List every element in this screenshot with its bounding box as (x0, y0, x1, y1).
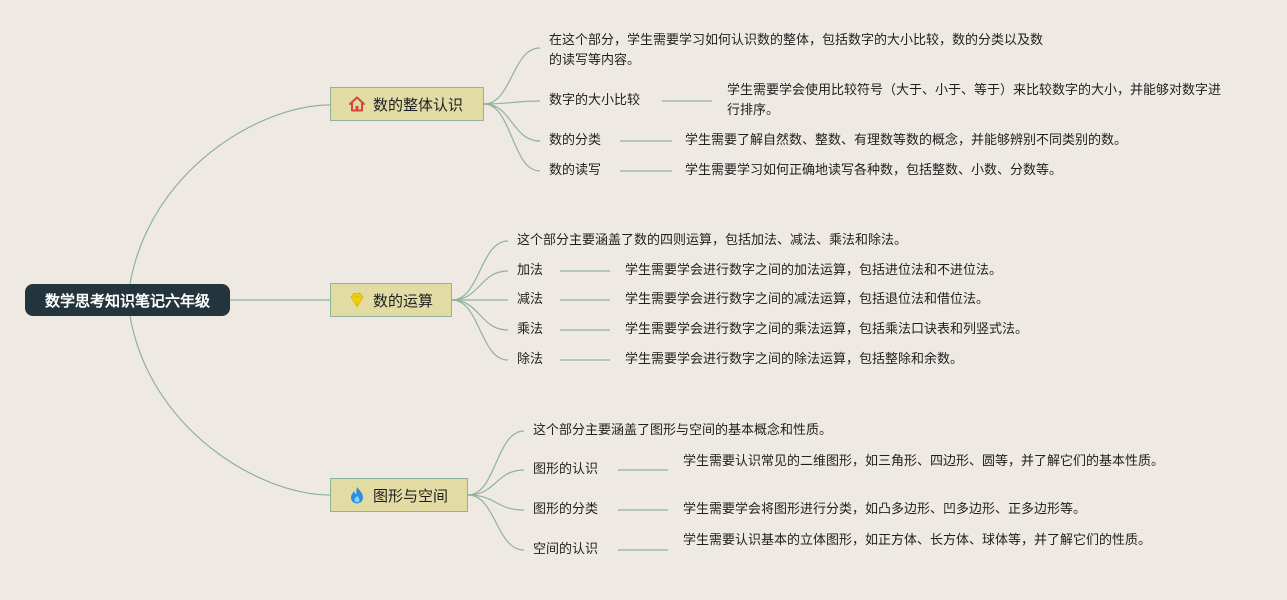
root-label: 数学思考知识笔记六年级 (44, 291, 210, 310)
b3-fan-item-2 (467, 494, 525, 511)
branch-label: 数的运算 (373, 291, 434, 310)
sub-node-label[interactable]: 加法 (517, 263, 544, 278)
branch-summary: 这个部分主要涵盖了数的四则运算，包括加法、减法、乘法和除法。 (517, 233, 908, 248)
sub-node-description: 学生需要学会进行数字之间的减法运算，包括退位法和借位法。 (625, 292, 990, 307)
house-icon (347, 94, 367, 114)
sub-node-label[interactable]: 图形的分类 (533, 502, 599, 517)
b1-fan-item-1 (483, 100, 541, 105)
sub-node-description: 学生需要认识基本的立体图形，如正方体、长方体、球体等，并了解它们的性质。 (683, 533, 1152, 548)
b1-fan-item-3 (483, 103, 541, 172)
sub-node-label[interactable]: 图形的认识 (533, 462, 599, 477)
b1-fan-summary (483, 47, 541, 105)
b2-fan-item-3 (451, 299, 509, 331)
b3-fan-item-3 (467, 494, 525, 551)
branch-node-number-overview[interactable]: 数的整体认识 (330, 87, 484, 121)
sub-node-description: 学生需要了解自然数、整数、有理数等数的概念，并能够辨别不同类别的数。 (685, 133, 1128, 148)
branch-label: 数的整体认识 (373, 95, 464, 114)
sub-node-label[interactable]: 乘法 (517, 322, 544, 337)
sub-node-label[interactable]: 数字的大小比较 (549, 93, 641, 108)
branch-summary: 这个部分主要涵盖了图形与空间的基本概念和性质。 (533, 423, 833, 438)
root-to-branch-1-line (129, 104, 331, 285)
b2-fan-item-1 (451, 270, 509, 301)
sub-node-description: 学生需要学会将图形进行分类，如凸多边形、凹多边形、正多边形等。 (683, 502, 1087, 517)
sub-node-label[interactable]: 数的分类 (549, 133, 602, 148)
sub-node-label[interactable]: 数的读写 (549, 163, 602, 178)
b2-fan-item-4 (451, 299, 509, 361)
b3-fan-summary (467, 430, 525, 496)
b2-fan-summary (451, 240, 509, 301)
sub-node-description: 学生需要学习如何正确地读写各种数，包括整数、小数、分数等。 (685, 163, 1063, 178)
sub-node-description: 学生需要学会进行数字之间的乘法运算，包括乘法口诀表和列竖式法。 (625, 322, 1029, 337)
sub-node-description: 学生需要学会进行数字之间的加法运算，包括进位法和不进位法。 (625, 263, 1003, 278)
branch-summary: 在这个部分，学生需要学习如何认识数的整体，包括数字的大小比较，数的分类以及数的读… (549, 33, 1044, 68)
sub-node-label[interactable]: 空间的认识 (533, 542, 599, 557)
b1-fan-item-2 (483, 103, 541, 142)
root-node[interactable]: 数学思考知识笔记六年级 (25, 284, 230, 316)
branch-label: 图形与空间 (373, 486, 449, 505)
branch-node-operations[interactable]: 数的运算 (330, 283, 452, 317)
sub-node-label[interactable]: 除法 (517, 352, 544, 367)
diamond-icon (347, 290, 367, 310)
sub-node-description: 学生需要学会进行数字之间的除法运算，包括整除和余数。 (625, 352, 964, 367)
b3-fan-item-1 (467, 469, 525, 496)
sub-node-description: 学生需要学会使用比较符号（大于、小于、等于）来比较数字的大小，并能够对数字进行排… (727, 83, 1222, 118)
sub-node-label[interactable]: 减法 (517, 292, 544, 307)
branch-node-geometry[interactable]: 图形与空间 (330, 478, 468, 512)
root-to-branch-3-line (129, 315, 331, 496)
flame-icon (347, 485, 367, 505)
sub-node-description: 学生需要认识常见的二维图形，如三角形、四边形、圆等，并了解它们的基本性质。 (683, 454, 1165, 469)
